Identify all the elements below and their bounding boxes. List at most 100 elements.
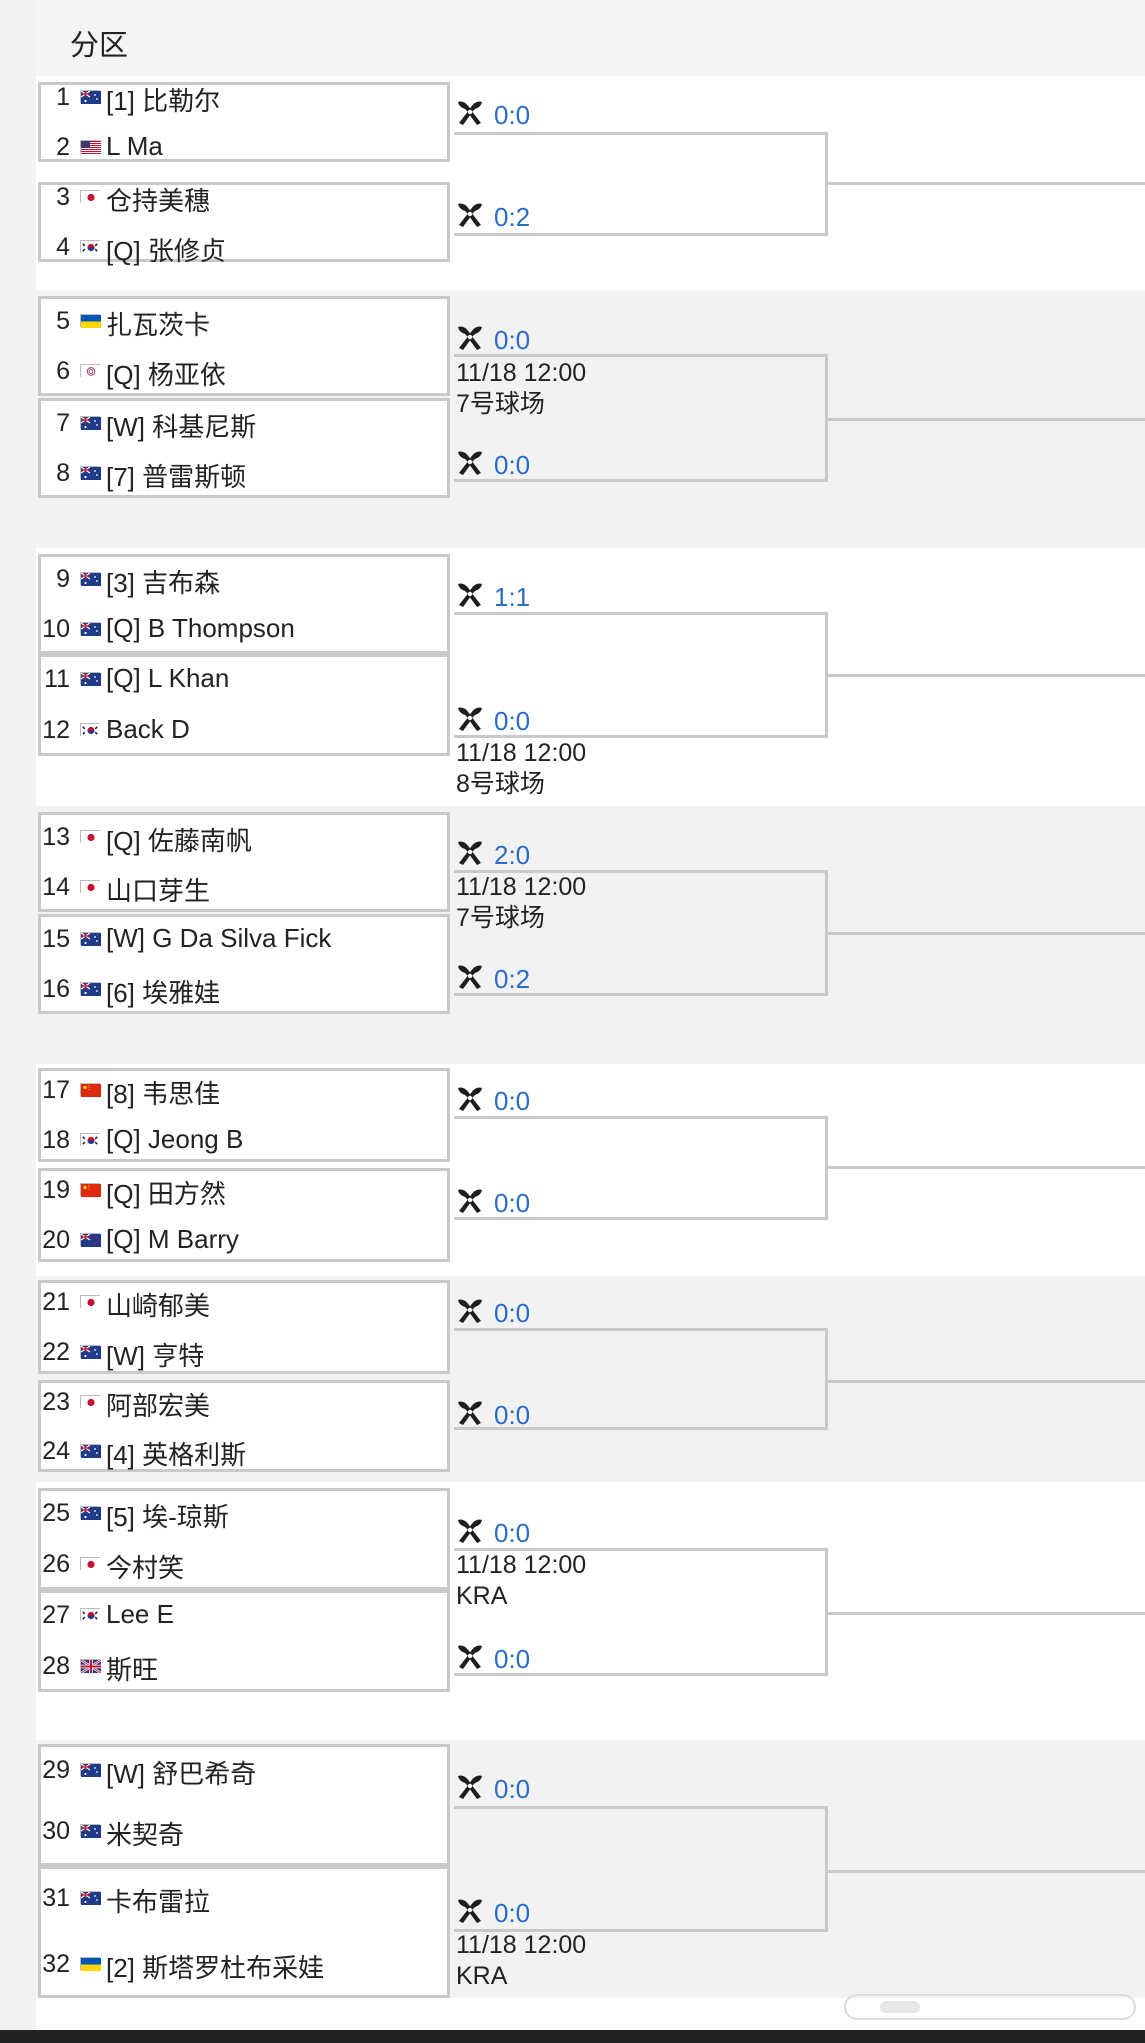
player-row[interactable]: 26 今村笑 (38, 1544, 450, 1584)
match-score[interactable]: 0:0 (494, 1086, 531, 1116)
player-seed-number: 23 (42, 1388, 70, 1416)
player-row[interactable]: 1[1] 比勒尔 (38, 77, 450, 117)
match-score[interactable]: 0:0 (494, 100, 531, 130)
match-score[interactable]: 0:2 (494, 202, 531, 232)
flag-nzl-icon (80, 1233, 101, 1247)
player-row[interactable]: 25 [5] 埃-琼斯 (38, 1493, 450, 1533)
player-name[interactable]: 扎瓦茨卡 (106, 310, 211, 340)
player-row[interactable]: 3 仓持美穗 (38, 177, 450, 217)
player-row[interactable]: 16[6] 埃雅娃 (38, 969, 450, 1009)
player-name[interactable]: 山口芽生 (106, 876, 211, 906)
player-row[interactable]: 29[W] 舒巴希奇 (38, 1750, 450, 1790)
flag-jpn-icon (80, 830, 101, 844)
tennis-racket-icon (455, 1186, 485, 1216)
player-name[interactable]: [3] 吉布森 (106, 568, 221, 598)
player-row[interactable]: 11[Q] L Khan (38, 659, 450, 699)
player-row[interactable]: 13[Q] 佐藤南帆 (38, 817, 450, 857)
player-name[interactable]: 山崎郁美 (106, 1291, 211, 1321)
match-court: KRA (456, 1582, 508, 1610)
player-name[interactable]: [2] 斯塔罗杜布采娃 (106, 1953, 325, 1983)
player-name[interactable]: [Q] 杨亚依 (106, 360, 226, 390)
player-name[interactable]: L Ma (106, 131, 163, 161)
player-name[interactable]: Lee E (106, 1599, 174, 1629)
player-name[interactable]: 卡布雷拉 (106, 1887, 211, 1917)
player-row[interactable]: 22[W] 亨特 (38, 1332, 450, 1372)
player-seed-number: 26 (42, 1550, 70, 1578)
match-score[interactable]: 2:0 (494, 840, 531, 870)
flag-kor-icon (80, 1608, 101, 1622)
player-name[interactable]: [5] 埃-琼斯 (106, 1502, 229, 1532)
match-score[interactable]: 0:0 (494, 1400, 531, 1430)
player-row[interactable]: 9[3] 吉布森 (38, 559, 450, 599)
player-name[interactable]: [Q] L Khan (106, 663, 230, 693)
player-name[interactable]: [Q] M Barry (106, 1224, 239, 1254)
player-name[interactable]: [1] 比勒尔 (106, 86, 221, 116)
player-seed-number: 31 (42, 1884, 70, 1912)
player-name[interactable]: 米契奇 (106, 1820, 185, 1850)
player-name[interactable]: [4] 英格利斯 (106, 1440, 247, 1470)
player-row[interactable]: 20[Q] M Barry (38, 1220, 450, 1260)
player-row[interactable]: 7[W] 科基尼斯 (38, 403, 450, 443)
match-score[interactable]: 0:0 (494, 325, 531, 355)
player-name[interactable]: [Q] 田方然 (106, 1179, 226, 1209)
player-row[interactable]: 10 [Q] B Thompson (38, 609, 450, 649)
match-pair-box (38, 1280, 450, 1374)
player-row[interactable]: 28 斯旺 (38, 1646, 450, 1686)
match-score[interactable]: 1:1 (494, 582, 531, 612)
round2-bracket (454, 870, 828, 996)
player-row[interactable]: 19[Q] 田方然 (38, 1170, 450, 1210)
player-name[interactable]: 今村笑 (106, 1553, 185, 1583)
player-name[interactable]: [8] 韦思佳 (106, 1079, 221, 1109)
player-name[interactable]: [6] 埃雅娃 (106, 978, 221, 1008)
match-score[interactable]: 0:0 (494, 1518, 531, 1548)
match-score[interactable]: 0:0 (494, 1898, 531, 1928)
player-name[interactable]: [Q] 佐藤南帆 (106, 826, 252, 856)
flag-jpn-icon (80, 880, 101, 894)
player-seed-number: 10 (42, 615, 70, 643)
player-row[interactable]: 23 阿部宏美 (38, 1382, 450, 1422)
match-score[interactable]: 0:0 (494, 1774, 531, 1804)
player-row[interactable]: 17[8] 韦思佳 (38, 1070, 450, 1110)
player-name[interactable]: [W] G Da Silva Fick (106, 923, 332, 953)
player-seed-number: 25 (42, 1499, 70, 1527)
match-score[interactable]: 0:0 (494, 1188, 531, 1218)
player-row[interactable]: 32[2] 斯塔罗杜布采娃 (38, 1944, 450, 1984)
player-name[interactable]: [Q] Jeong B (106, 1124, 244, 1154)
player-row[interactable]: 8[7] 普雷斯顿 (38, 453, 450, 493)
match-time: 11/18 12:00 (456, 1551, 587, 1579)
player-name[interactable]: [W] 科基尼斯 (106, 412, 257, 442)
flag-aus-icon (80, 572, 101, 586)
player-seed-number: 3 (56, 183, 70, 211)
player-name[interactable]: 阿部宏美 (106, 1391, 211, 1421)
player-row[interactable]: 6 [Q] 杨亚依 (38, 351, 450, 391)
player-name[interactable]: [W] 亨特 (106, 1341, 205, 1371)
player-name[interactable]: [7] 普雷斯顿 (106, 462, 247, 492)
player-row[interactable]: 18[Q] Jeong B (38, 1120, 450, 1160)
match-score[interactable]: 0:0 (494, 1644, 531, 1674)
match-score[interactable]: 0:0 (494, 1298, 531, 1328)
player-row[interactable]: 4[Q] 张修贞 (38, 227, 450, 267)
player-name[interactable]: [Q] B Thompson (106, 613, 295, 643)
player-seed-number: 6 (56, 357, 70, 385)
player-name[interactable]: 仓持美穗 (106, 186, 211, 216)
player-name[interactable]: Back D (106, 714, 190, 744)
player-row[interactable]: 31 卡布雷拉 (38, 1878, 450, 1918)
tennis-racket-icon (455, 704, 485, 734)
player-name[interactable]: 斯旺 (106, 1655, 159, 1685)
match-score[interactable]: 0:0 (494, 450, 531, 480)
player-name[interactable]: [W] 舒巴希奇 (106, 1759, 257, 1789)
player-seed-number: 28 (42, 1652, 70, 1680)
flag-aus-icon (80, 932, 101, 946)
match-score[interactable]: 0:0 (494, 706, 531, 736)
player-name[interactable]: [Q] 张修贞 (106, 236, 226, 266)
player-row[interactable]: 15[W] G Da Silva Fick (38, 919, 450, 959)
player-row[interactable]: 24[4] 英格利斯 (38, 1431, 450, 1471)
match-score[interactable]: 0:2 (494, 964, 531, 994)
